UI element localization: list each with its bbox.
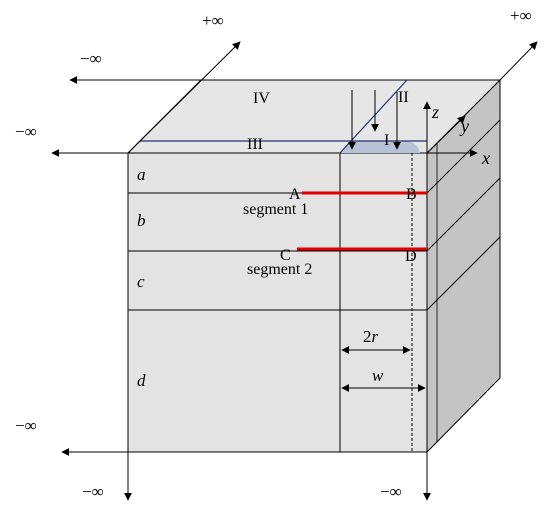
region-label-I: I <box>384 132 389 149</box>
region-boundary-diagonal <box>339 79 408 154</box>
axis-label-y: y <box>459 116 469 136</box>
y-axis <box>426 115 466 154</box>
axis-label-z: z <box>431 102 439 122</box>
point-label-C: C <box>280 247 291 264</box>
front-face <box>127 152 428 453</box>
extension-arrow-top-diag <box>127 41 241 154</box>
label-neg-inf-left-upper: −∞ <box>15 122 37 141</box>
dimension-w-label: w <box>372 366 384 385</box>
label-neg-inf-top-left: −∞ <box>80 49 102 68</box>
dimension-2r-label: 2r <box>363 327 379 346</box>
region-label-IV: IV <box>253 90 270 107</box>
label-neg-inf-bottom-right: −∞ <box>380 482 402 501</box>
layer-label-c: c <box>137 272 145 291</box>
side-layer-boundary-bc <box>426 177 501 252</box>
layer-label-d: d <box>137 371 146 390</box>
point-label-A: A <box>289 186 301 203</box>
point-label-B: B <box>406 186 417 203</box>
label-pos-inf-top-right: +∞ <box>510 6 532 25</box>
axis-label-x: x <box>481 148 490 168</box>
extension-arrow-top-right-diag <box>499 41 538 81</box>
region-label-III: III <box>247 136 263 153</box>
label-neg-inf-bottom-left: −∞ <box>82 482 104 501</box>
side-layer-boundary-cd <box>426 236 501 311</box>
label-neg-inf-left-lower: −∞ <box>15 416 37 435</box>
label-pos-inf-top: +∞ <box>202 11 224 30</box>
region-label-II: II <box>398 89 409 106</box>
point-label-D: D <box>405 248 417 265</box>
layer-label-b: b <box>137 211 146 230</box>
layer-label-a: a <box>137 165 146 184</box>
side-layer-boundary-ab <box>426 119 501 194</box>
segment-1-label: segment 1 <box>243 201 308 218</box>
segment-2-label: segment 2 <box>247 261 312 278</box>
